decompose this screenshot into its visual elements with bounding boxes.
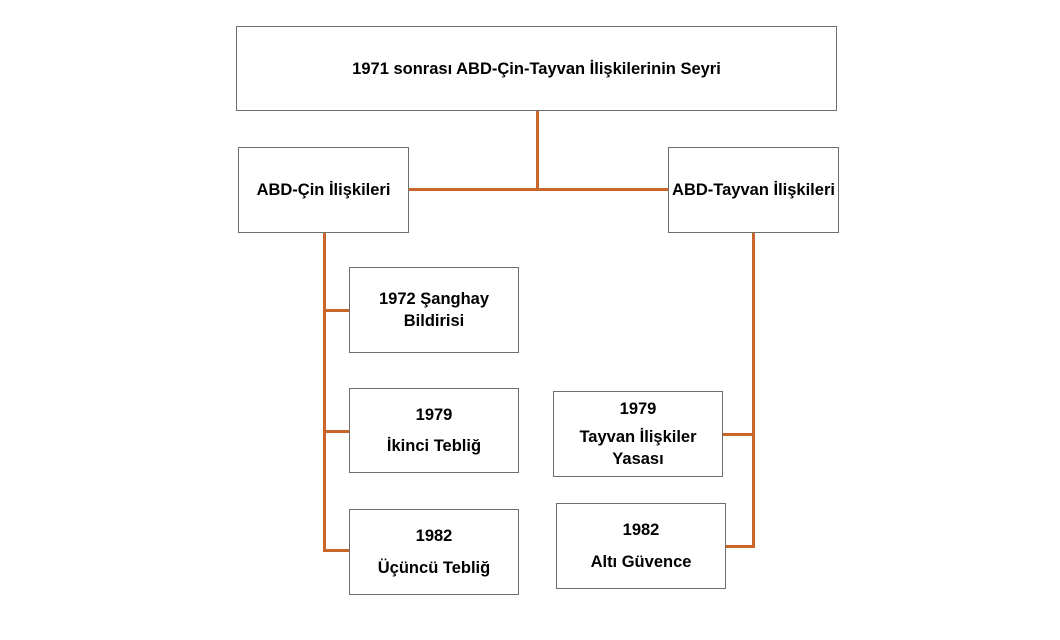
- connector-line: [323, 549, 349, 552]
- third-communique-box: 1982 Üçüncü Tebliğ: [349, 509, 519, 595]
- abd-cin-box: ABD-Çin İlişkileri: [238, 147, 409, 233]
- item-line1: 1979: [415, 406, 453, 424]
- taiwan-relations-act-box: 1979 Tayvan İlişkiler Yasası: [553, 391, 723, 477]
- item-line2: İkinci Tebliğ: [386, 437, 482, 455]
- connector-line: [752, 232, 755, 548]
- abd-tayvan-label: ABD-Tayvan İlişkileri: [672, 181, 835, 199]
- item-line2: Tayvan İlişkiler: [579, 428, 697, 446]
- connector-line: [722, 433, 755, 436]
- item-line1: 1972 Şanghay: [378, 290, 490, 308]
- item-line2: Altı Güvence: [590, 552, 692, 571]
- item-line2: Bildirisi: [403, 312, 465, 330]
- shanghai-box: 1972 Şanghay Bildirisi: [349, 267, 519, 353]
- connector-line: [323, 309, 349, 312]
- item-line2: Üçüncü Tebliğ: [377, 558, 491, 577]
- title-text: 1971 sonrası ABD-Çin-Tayvan İlişkilerini…: [352, 59, 721, 78]
- connector-line: [725, 545, 755, 548]
- connector-line: [323, 232, 326, 552]
- connector-line: [536, 110, 539, 191]
- item-line1: 1982: [415, 527, 453, 546]
- six-assurances-box: 1982 Altı Güvence: [556, 503, 726, 589]
- connector-line: [323, 430, 349, 433]
- item-line1: 1982: [622, 521, 660, 540]
- second-communique-box: 1979 İkinci Tebliğ: [349, 388, 519, 473]
- abd-tayvan-box: ABD-Tayvan İlişkileri: [668, 147, 839, 233]
- title-box: 1971 sonrası ABD-Çin-Tayvan İlişkilerini…: [236, 26, 837, 111]
- abd-cin-label: ABD-Çin İlişkileri: [256, 181, 391, 199]
- item-line3: Yasası: [612, 450, 664, 468]
- connector-line: [408, 188, 668, 191]
- item-line1: 1979: [619, 400, 657, 418]
